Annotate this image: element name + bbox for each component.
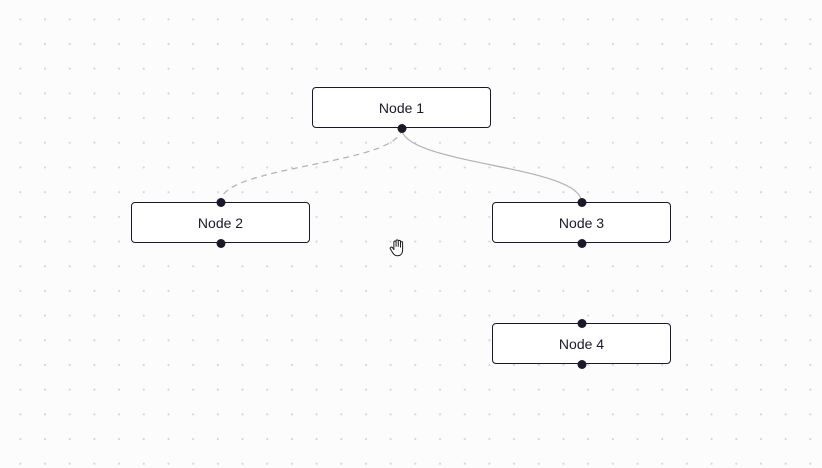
node-4-target-handle[interactable]: [577, 318, 586, 328]
node-1-label: Node 1: [378, 99, 425, 116]
node-3-label: Node 3: [558, 214, 605, 231]
edge-node1-node3[interactable]: [400, 127, 583, 203]
node-2-label: Node 2: [197, 214, 244, 231]
node-1-source-handle[interactable]: [397, 123, 406, 133]
node-2-target-handle[interactable]: [216, 197, 225, 207]
node-3-target-handle[interactable]: [577, 197, 586, 207]
node-4-label: Node 4: [558, 335, 605, 352]
node-1[interactable]: Node 1: [312, 87, 491, 133]
grab-hand-cursor-icon: [389, 239, 404, 257]
node-4-source-handle[interactable]: [577, 359, 586, 369]
node-4[interactable]: Node 4: [492, 318, 671, 369]
edge-node1-node2[interactable]: [219, 127, 403, 203]
node-2[interactable]: Node 2: [131, 197, 310, 248]
node-2-source-handle[interactable]: [216, 238, 225, 248]
node-3-source-handle[interactable]: [577, 238, 586, 248]
node-3[interactable]: Node 3: [492, 197, 671, 248]
